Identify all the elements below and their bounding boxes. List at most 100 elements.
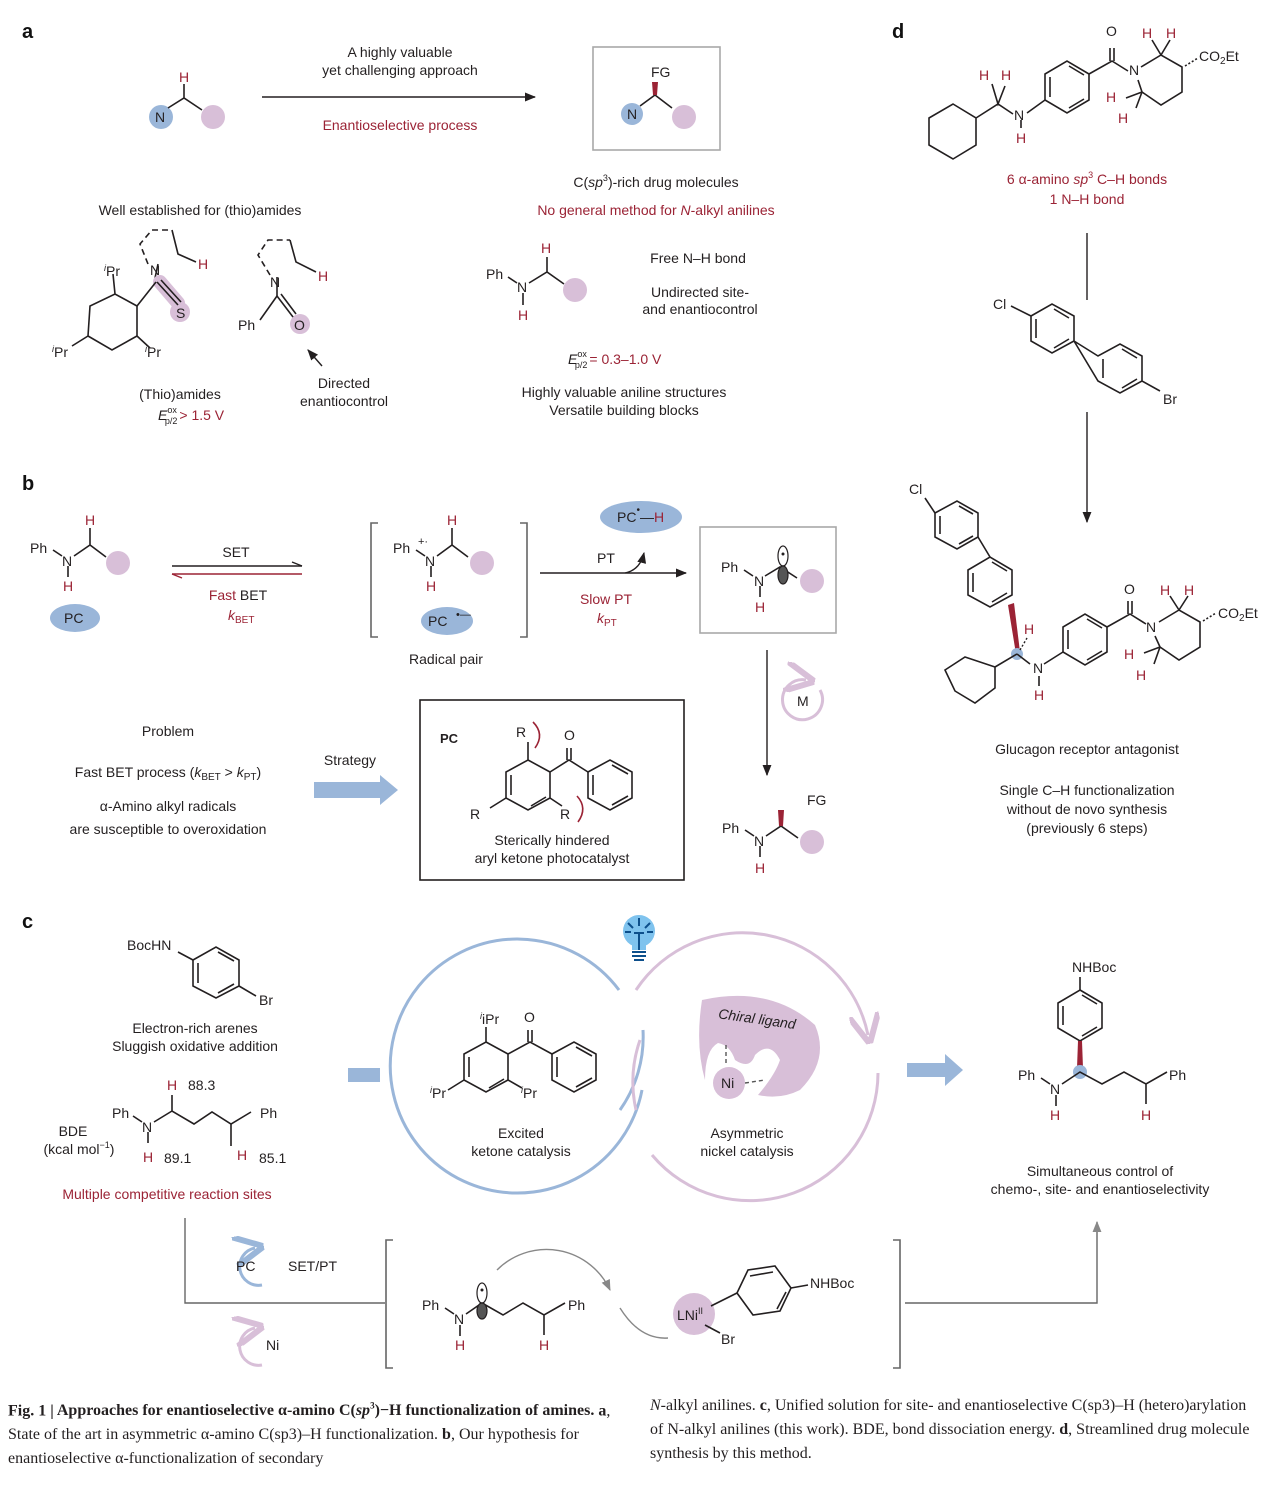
- right-bracket: [520, 522, 528, 638]
- svg-text:PC: PC: [64, 610, 83, 626]
- nickel-caption-1: Asymmetric: [710, 1125, 783, 1141]
- ketone-caption-2: ketone catalysis: [471, 1143, 571, 1159]
- svg-text:Ph: Ph: [722, 820, 739, 836]
- hindered-ketone-structure: R O R R: [470, 721, 633, 823]
- problem-line-2: α-Amino alkyl radicals: [100, 798, 236, 814]
- svg-text:N: N: [517, 279, 527, 295]
- fast-bet-label: Fast BET: [209, 587, 268, 603]
- fg-label: FG: [651, 64, 670, 80]
- product-caption-2: chemo-, site- and enantioselectivity: [991, 1181, 1210, 1197]
- radical-pair-label: Radical pair: [409, 651, 483, 667]
- left-bracket: [385, 1239, 393, 1369]
- svg-text:Ni: Ni: [721, 1075, 734, 1091]
- svg-text:O: O: [1106, 23, 1117, 39]
- glucagon-antagonist-structure: Cl H N H O N H H H H CO2Et: [909, 481, 1258, 704]
- svg-text:H: H: [318, 268, 328, 284]
- svg-text:iPr: iPr: [521, 1085, 537, 1101]
- panel-d-label: d: [892, 21, 904, 43]
- pc-h-blob: [600, 501, 682, 533]
- nickel-caption-2: nickel catalysis: [700, 1143, 793, 1159]
- aryl-bromide-substrate: BocHN Br: [127, 937, 273, 1008]
- bde-alpha: 88.3: [188, 1077, 215, 1093]
- svg-text:S: S: [176, 305, 185, 321]
- svg-text:H: H: [1184, 582, 1194, 598]
- ni-cycle-icon: [240, 1328, 262, 1367]
- p-orbital-top: [777, 545, 789, 567]
- well-established-title: Well established for (thio)amides: [99, 202, 302, 218]
- svg-text:Cl: Cl: [909, 481, 922, 497]
- alpha-amino-radical-intermediate: Ph N H Ph H: [422, 1282, 585, 1353]
- pc-cycle-label: PC: [236, 1258, 255, 1274]
- panel-c: c BocHN Br Electron-rich arenes Sluggish…: [22, 911, 1210, 1369]
- svg-text:H: H: [1001, 67, 1011, 83]
- panel-c-label: c: [22, 911, 33, 933]
- substituent-blob: [201, 105, 225, 129]
- svg-text:Br: Br: [259, 992, 273, 1008]
- svg-text:PC: PC: [428, 613, 447, 629]
- svg-text:H: H: [1034, 687, 1044, 703]
- svg-text:H: H: [1141, 1107, 1151, 1123]
- nickel-cycle-ring: [634, 931, 868, 1035]
- mechanism-connector-left: [184, 1218, 385, 1304]
- svg-text:Ph: Ph: [568, 1297, 585, 1313]
- light-bulb-icon: [623, 915, 655, 961]
- no-general-method-caption: No general method for N-alkyl anilines: [537, 202, 774, 218]
- radical-box: [699, 526, 837, 634]
- substituent-blob: [672, 105, 696, 129]
- svg-text:O: O: [564, 727, 575, 743]
- set-label: SET: [222, 544, 250, 560]
- svg-text:Br: Br: [1163, 391, 1177, 407]
- set-pt-label: SET/PT: [288, 1258, 337, 1274]
- problem-line-1: Fast BET process (kBET > kPT): [75, 764, 261, 783]
- svg-text:H: H: [455, 1337, 465, 1353]
- drug-name: Glucagon receptor antagonist: [995, 741, 1179, 757]
- left-bracket: [370, 522, 378, 638]
- svg-text:H: H: [447, 512, 457, 528]
- result-arrow: [907, 1054, 963, 1086]
- panel-a: a N H A highly valuable yet challenging …: [22, 21, 775, 426]
- pt-label: PT: [597, 550, 615, 566]
- photocatalyst-anion-blob: [421, 607, 473, 635]
- substrate-caption-2: Sluggish oxidative addition: [112, 1038, 278, 1054]
- drug-caption-3: (previously 6 steps): [1026, 820, 1147, 836]
- aniline-caption-1: Highly valuable aniline structures: [522, 384, 727, 400]
- ketone-cycle-ring: [388, 937, 644, 1195]
- amide-structure: N H Ph O Directed enantiocontrol: [238, 239, 388, 409]
- svg-text:H: H: [1106, 89, 1116, 105]
- svg-text:iPr: iPr: [430, 1085, 446, 1101]
- panel-d: d H H N H O N H H H H CO2Et 6 α-amino sp…: [892, 21, 1258, 836]
- bde-label: BDE: [59, 1123, 88, 1139]
- svg-text:H: H: [1166, 25, 1176, 41]
- ni-cycle-label: Ni: [266, 1337, 279, 1353]
- svg-text:BocHN: BocHN: [127, 937, 171, 953]
- svg-text:N: N: [1050, 1081, 1060, 1097]
- svg-text:O: O: [524, 1009, 535, 1025]
- drug-molecules-caption: C(sp3)-rich drug molecules: [573, 173, 738, 190]
- p-orbital-bottom: [777, 565, 789, 585]
- caption-b: Our hypothesis for enantioselective α-fu…: [8, 1426, 579, 1468]
- svg-text:N: N: [1129, 62, 1139, 78]
- pc-box-label: PC: [440, 731, 459, 746]
- svg-text:N: N: [1033, 660, 1043, 676]
- svg-text:H: H: [1136, 667, 1146, 683]
- svg-text:N: N: [62, 553, 72, 569]
- product-box: [592, 46, 721, 151]
- caption-title: Approaches for enantioselective α-amino …: [56, 1401, 595, 1420]
- panel-b: b Ph N H H PC SET Fast BET kBET Ph +· N …: [22, 473, 837, 881]
- photocatalyst-blob: [50, 604, 100, 632]
- alpha-amino-radical: Ph N H: [721, 545, 824, 615]
- triisopropyl-benzophenone: iiPr O iPr iPr: [430, 1009, 597, 1101]
- svg-text:O: O: [1124, 581, 1135, 597]
- nitrogen-blob: [149, 105, 173, 129]
- problem-line-3: are susceptible to overoxidation: [70, 821, 267, 837]
- feature-undirected-1: Undirected site-: [651, 284, 749, 300]
- svg-text:H: H: [426, 578, 436, 594]
- svg-text:H: H: [198, 256, 208, 272]
- nitrogen-blob: [621, 103, 643, 125]
- drug-caption-2: without de novo synthesis: [1006, 801, 1167, 817]
- generic-amine-reactant: N H: [149, 69, 225, 129]
- svg-text:H: H: [755, 860, 765, 876]
- drug-caption-1: Single C–H functionalization: [999, 782, 1174, 798]
- figure-canvas: a N H A highly valuable yet challenging …: [22, 21, 1258, 1369]
